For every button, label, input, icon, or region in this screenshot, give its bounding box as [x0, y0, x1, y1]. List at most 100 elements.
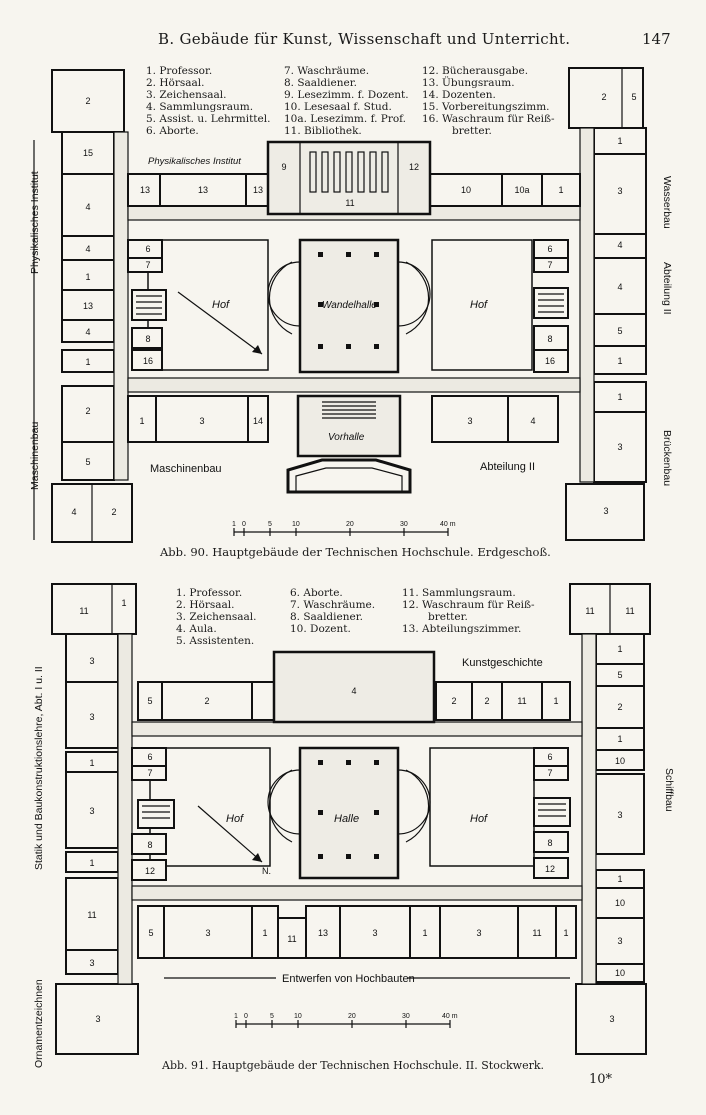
label-entwerfen: Entwerfen von Hochbauten [282, 973, 415, 985]
caption-plan1: Abb. 90. Hauptgebäude der Technischen Ho… [160, 545, 551, 559]
svg-text:5: 5 [617, 670, 622, 680]
svg-text:2: 2 [111, 507, 116, 517]
svg-text:6: 6 [547, 244, 552, 254]
svg-text:13: 13 [83, 301, 93, 311]
legend-item: 15. Vorbereitungszimm. [422, 101, 550, 113]
svg-text:13: 13 [198, 185, 208, 195]
legend-item: 2. Hörsaal. [176, 599, 235, 611]
svg-text:1: 1 [139, 416, 144, 426]
wandelhalle [298, 238, 400, 374]
legend-item: 4. Aula. [176, 623, 217, 635]
svg-text:2: 2 [617, 702, 622, 712]
south-range [127, 377, 581, 494]
svg-text:3: 3 [205, 928, 210, 938]
svg-text:8: 8 [145, 334, 150, 344]
svg-text:4: 4 [85, 327, 90, 337]
svg-text:3: 3 [199, 416, 204, 426]
svg-text:7: 7 [547, 260, 552, 270]
legend-item: 12. Bücherausgabe. [422, 65, 529, 77]
legend-item: 9. Lesezimm. f. Dozent. [284, 89, 409, 101]
legend-plan1-col3: 12. Bücherausgabe. 13. Übungsraum. 14. D… [422, 65, 555, 137]
svg-text:1: 1 [553, 696, 558, 706]
svg-text:12: 12 [545, 864, 555, 874]
svg-text:3: 3 [89, 958, 94, 968]
svg-text:15: 15 [83, 148, 93, 158]
svg-text:4: 4 [85, 202, 90, 212]
label-maschinenbau: Maschinenbau [150, 463, 222, 475]
left-wing [51, 69, 133, 543]
page-number: 147 [642, 30, 671, 48]
north-arrow [197, 805, 263, 863]
svg-text:5: 5 [147, 696, 152, 706]
svg-text:11: 11 [585, 606, 594, 616]
signature-mark: 10* [589, 1072, 613, 1087]
label-halle: Halle [334, 813, 359, 825]
svg-text:1: 1 [617, 644, 622, 654]
legend-item: 13. Übungsraum. [422, 77, 515, 89]
legend-plan1-col2: 7. Waschräume. 8. Saaldiener. 9. Lesezim… [284, 65, 409, 137]
scale-tick: 20 [348, 1013, 356, 1020]
svg-text:14: 14 [253, 416, 263, 426]
svg-text:3: 3 [89, 712, 94, 722]
vlabel-physikalisches-institut: Physikalisches Institut [29, 171, 41, 274]
svg-text:1: 1 [617, 392, 622, 402]
svg-text:1: 1 [617, 136, 622, 146]
svg-text:1: 1 [558, 185, 563, 195]
svg-text:2: 2 [451, 696, 456, 706]
vlabel-statik: Statik und Baukonstruktionslehre, Abt. I… [33, 666, 45, 870]
svg-text:4: 4 [351, 686, 356, 696]
svg-text:11: 11 [87, 910, 96, 920]
scale-tick: 40 m [440, 521, 456, 528]
caption-plan2: Abb. 91. Hauptgebäude der Technischen Ho… [162, 1059, 545, 1072]
svg-text:2: 2 [85, 96, 90, 106]
legend-item: 5. Assistenten. [176, 635, 255, 647]
courtyard-left [147, 239, 269, 371]
svg-text:2: 2 [204, 696, 209, 706]
svg-text:2: 2 [484, 696, 489, 706]
svg-text:13: 13 [253, 185, 263, 195]
svg-text:3: 3 [603, 506, 608, 516]
label-hof-left: Hof [226, 813, 244, 825]
legend-item: 3. Zeichensaal. [176, 611, 257, 623]
entrance-steps [322, 401, 376, 419]
legend-item: 7. Waschräume. [290, 599, 376, 611]
svg-text:10: 10 [615, 756, 625, 766]
svg-text:1: 1 [85, 272, 90, 282]
svg-text:1: 1 [262, 928, 267, 938]
legend-item: 12. Waschraum für Reiß- [402, 599, 535, 611]
scale-bar-plan1: 1 0 5 10 20 30 40 m [232, 521, 456, 536]
legend-item: 1. Professor. [146, 65, 213, 77]
svg-text:3: 3 [617, 810, 622, 820]
scale-bar-plan2: 1 0 5 10 20 30 40 m [234, 1013, 458, 1028]
svg-text:3: 3 [609, 1014, 614, 1024]
svg-text:1: 1 [85, 357, 90, 367]
legend-item: 10a. Lesezimm. f. Prof. [284, 113, 407, 125]
svg-text:1: 1 [617, 734, 622, 744]
svg-text:3: 3 [617, 442, 622, 452]
scale-tick: 40 m [442, 1013, 458, 1020]
svg-text:3: 3 [372, 928, 377, 938]
scale-tick: 1 [232, 521, 236, 528]
legend-plan2-col1: 1. Professor. 2. Hörsaal. 3. Zeichensaal… [176, 587, 256, 647]
label-abteilung-2: Abteilung II [480, 461, 535, 473]
legend-item: 10. Lesesaal f. Stud. [284, 101, 392, 113]
label-vorhalle: Vorhalle [328, 432, 365, 443]
label-hof-right: Hof [470, 299, 488, 311]
svg-text:6: 6 [547, 752, 552, 762]
hall-columns [318, 252, 379, 349]
north-range [131, 650, 583, 737]
svg-text:13: 13 [140, 185, 150, 195]
svg-text:3: 3 [617, 936, 622, 946]
svg-text:10a: 10a [514, 185, 529, 195]
svg-text:1: 1 [121, 598, 126, 608]
right-wing [569, 583, 651, 1055]
scale-tick: 30 [400, 521, 408, 528]
scale-tick: 0 [242, 521, 246, 528]
scale-tick: 5 [270, 1013, 274, 1020]
svg-text:3: 3 [95, 1014, 100, 1024]
svg-text:8: 8 [547, 334, 552, 344]
svg-text:8: 8 [547, 838, 552, 848]
direction-arrow [177, 291, 263, 355]
legend-item: 6. Aborte. [290, 587, 343, 599]
